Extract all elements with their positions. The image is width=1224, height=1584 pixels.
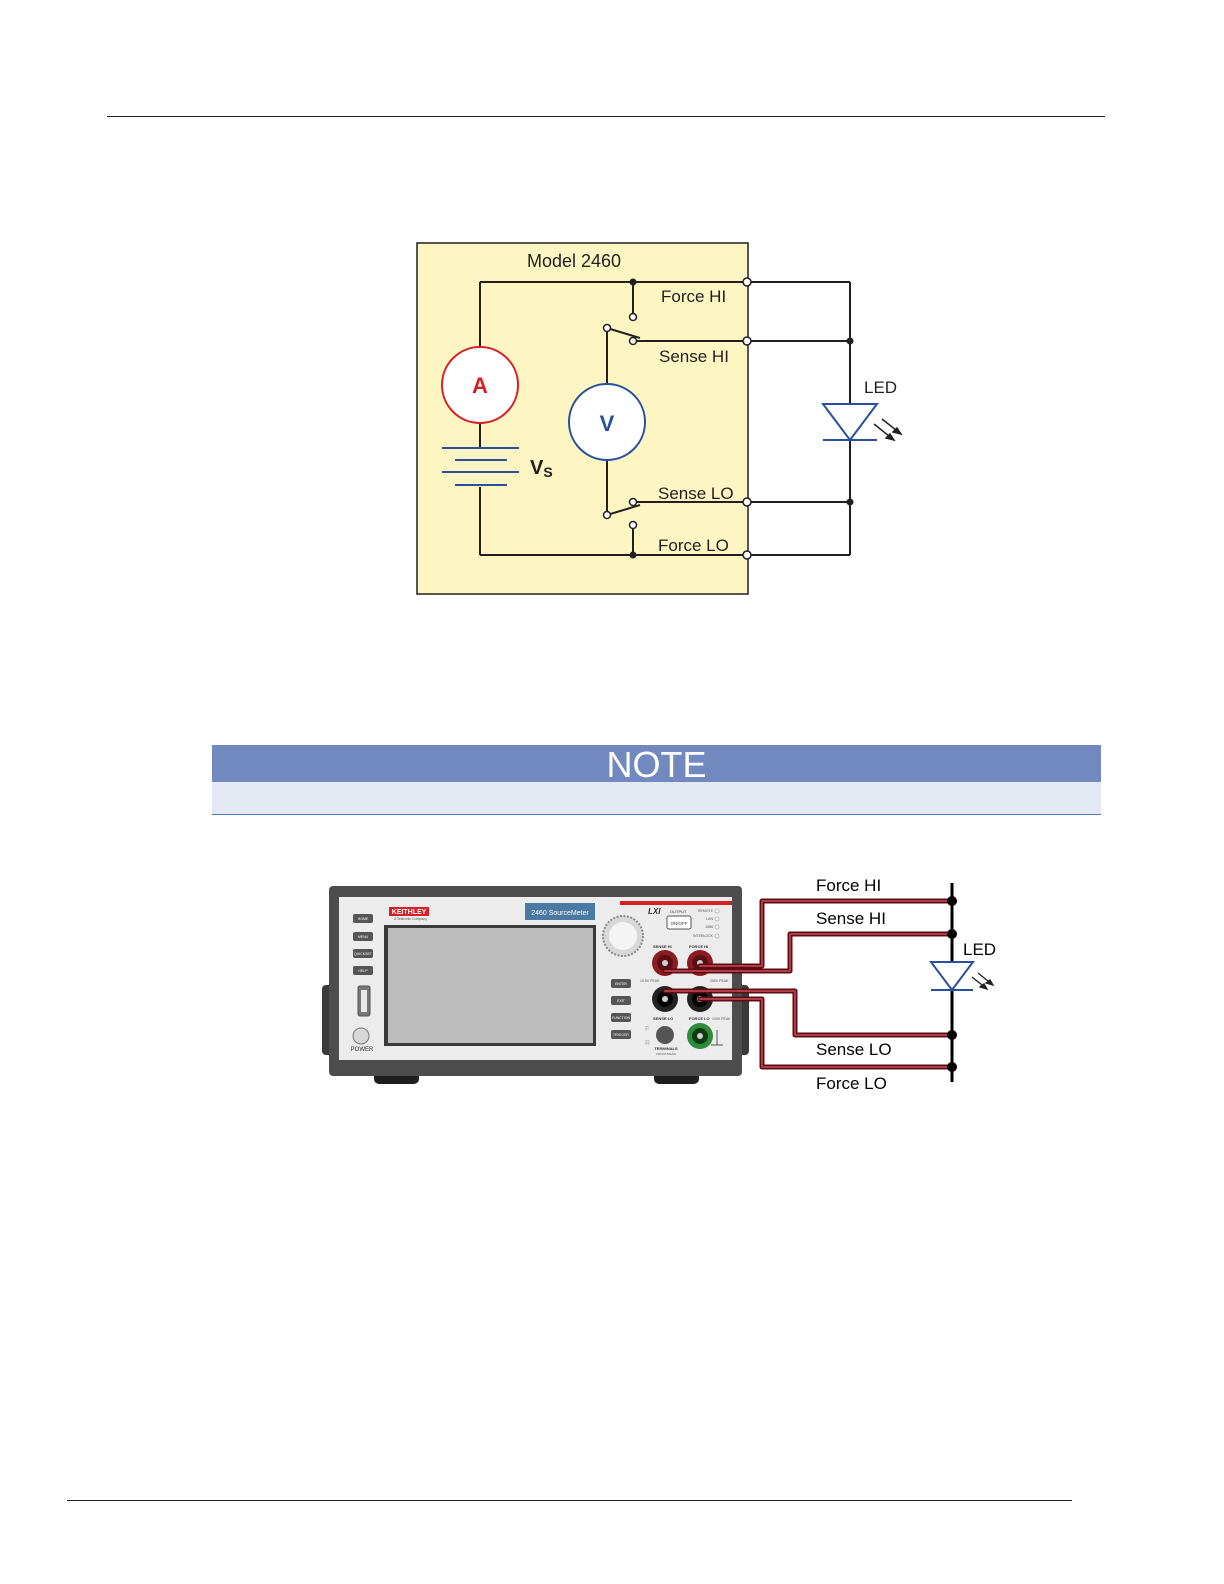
instrument-display [388, 928, 593, 1043]
source-label: VS [530, 457, 553, 480]
led-schematic-diagram: Model 2460 [416, 242, 903, 595]
footer-rule [67, 1500, 1072, 1501]
exit-key[interactable] [611, 996, 631, 1005]
instrument-red-stripe [620, 901, 732, 905]
output-label: OUTPUT [670, 909, 687, 914]
usb-port-slot [361, 990, 367, 1012]
power-button[interactable] [352, 1027, 370, 1045]
wiring-label-sense-hi: Sense HI [816, 909, 886, 928]
help-key-label: HELP [358, 969, 368, 973]
label-sense-hi: Sense HI [659, 347, 729, 366]
led-label: LED [864, 378, 897, 397]
function-key[interactable] [611, 1013, 631, 1022]
status-led-lan-label: LAN [706, 917, 713, 921]
home-key[interactable] [353, 914, 373, 923]
test-leads [662, 898, 955, 1070]
peak-label-sense: 10.5V PEAK [640, 979, 660, 983]
note-header: NOTE [212, 744, 1101, 785]
source-label-main: V [530, 457, 544, 479]
power-label: POWER [351, 1047, 374, 1053]
rear-terminals-letter: R [645, 1040, 650, 1047]
schematic-terminals [602, 277, 752, 560]
force-hi-terminal-label: FORCE HI [689, 944, 708, 949]
header-rule [107, 116, 1105, 117]
model-2460-label: Model 2460 [527, 251, 621, 271]
output-onoff-label: ON/OFF [671, 921, 688, 926]
trigger-key[interactable] [611, 1030, 631, 1039]
enter-key-label: ENTER [615, 982, 627, 986]
ground-symbol-icon [711, 1030, 723, 1046]
wiring-label-sense-lo: Sense LO [816, 1040, 892, 1059]
label-force-lo: Force LO [658, 536, 729, 555]
menu-key-label: MENU [358, 935, 369, 939]
front-terminals-letter: F [645, 1026, 649, 1033]
wiring-led-icon [929, 961, 975, 992]
note-body [212, 782, 1101, 815]
quickset-key-label: QUICKSET [354, 952, 373, 956]
model-badge-text: 2460 SourceMeter [531, 910, 589, 917]
wiring-label-force-lo: Force LO [816, 1074, 887, 1093]
wiring-label-led: LED [963, 940, 996, 959]
wiring-led-light-arrows-icon [971, 972, 995, 991]
status-led-1588-label: 1588 [705, 925, 713, 929]
ammeter-icon [441, 346, 519, 424]
right-key-column [611, 979, 631, 1039]
sense-lo-terminal-label: SENSE LO [653, 1016, 673, 1021]
quickset-key[interactable] [353, 949, 373, 958]
force-lo-terminal-label: FORCE LO [689, 1016, 710, 1021]
status-led-icons [714, 908, 720, 939]
status-led-interlock-label: INTERLOCK [693, 934, 714, 938]
home-key-label: HOME [358, 917, 369, 921]
bus-junctions [947, 896, 957, 1072]
help-key[interactable] [353, 966, 373, 975]
function-key-label: FUNCTION [612, 1016, 631, 1020]
battery-source-icon [442, 447, 519, 486]
keithley-logo-subtext: A Tektronix Company [394, 917, 427, 921]
keithley-logo [389, 907, 429, 916]
terminals-label: TERMINALS [654, 1046, 678, 1051]
output-onoff-button[interactable] [666, 915, 692, 930]
status-led-remote-label: REMOTE [698, 909, 714, 913]
sense-lo-lead [664, 990, 953, 1036]
peak-label-lo: 100V PEAK [712, 1017, 731, 1021]
led-light-arrows-icon [873, 418, 903, 442]
chassis-ground-terminal[interactable] [687, 1023, 713, 1049]
force-lo-lead [699, 998, 953, 1068]
enter-key[interactable] [611, 979, 631, 988]
terminals-sublabel: FRONT/REAR [656, 1052, 676, 1056]
force-hi-lead [699, 900, 953, 967]
source-label-subscript: S [543, 464, 552, 480]
sense-hi-lead [664, 933, 953, 972]
keithley-logo-text: KEITHLEY [392, 909, 427, 916]
terminals-front-rear-button[interactable] [656, 1026, 674, 1044]
trigger-key-label: TRIGGER [613, 1033, 629, 1037]
sense-hi-terminal-label: SENSE HI [653, 944, 672, 949]
exit-key-label: EXIT [617, 999, 626, 1003]
left-key-column [353, 914, 373, 975]
voltmeter-icon [568, 383, 646, 461]
label-force-hi: Force HI [661, 287, 726, 306]
note-title: NOTE [606, 744, 707, 785]
peak-label-force: 250V PEAK [710, 979, 729, 983]
voltmeter-symbol: V [600, 411, 615, 436]
ammeter-symbol: A [472, 373, 488, 398]
menu-key[interactable] [353, 932, 373, 941]
wiring-label-force-hi: Force HI [816, 876, 881, 895]
model-badge [525, 903, 595, 920]
lxi-logo: LXI [648, 907, 661, 916]
schematic-junctions [629, 278, 854, 559]
label-sense-lo: Sense LO [658, 484, 734, 503]
led-icon [821, 403, 879, 442]
navigation-knob-cap [609, 922, 637, 950]
